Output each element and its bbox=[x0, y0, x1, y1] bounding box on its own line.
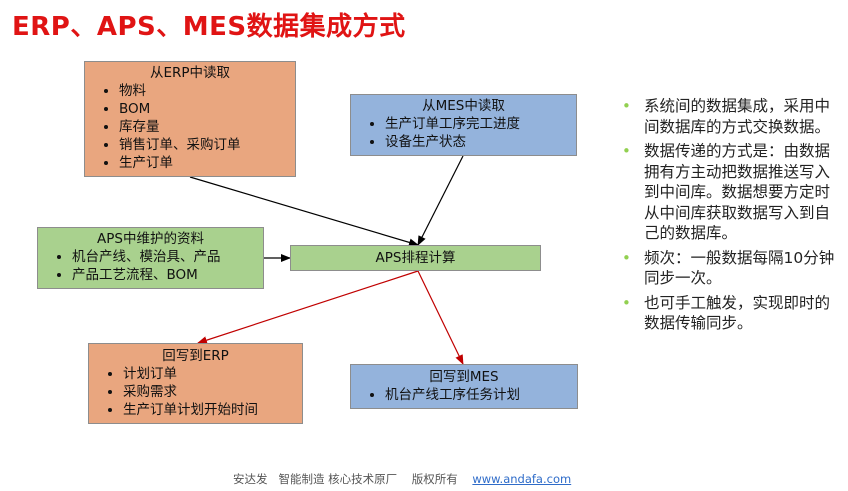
aps-maintained-list: 机台产线、模治具、产品 产品工艺流程、BOM bbox=[38, 248, 263, 284]
writeback-mes-list: 机台产线工序任务计划 bbox=[351, 386, 577, 404]
mes-read-list: 生产订单工序完工进度 设备生产状态 bbox=[351, 115, 576, 151]
side-notes: •系统间的数据集成，采用中间数据库的方式交换数据。 •数据传递的方式是：由数据拥… bbox=[622, 96, 836, 338]
list-item: 生产订单 bbox=[119, 154, 295, 172]
list-item: 生产订单计划开始时间 bbox=[123, 401, 302, 419]
list-item: 销售订单、采购订单 bbox=[119, 136, 295, 154]
arrow-aps-to-erp bbox=[197, 270, 419, 345]
list-item: 机台产线工序任务计划 bbox=[385, 386, 577, 404]
aps-scheduling-box: APS排程计算 bbox=[290, 245, 541, 271]
aps-maintained-heading: APS中维护的资料 bbox=[97, 231, 204, 247]
arrow-mes-to-aps bbox=[417, 155, 464, 246]
aps-scheduling-label: APS排程计算 bbox=[375, 250, 456, 266]
list-item: BOM bbox=[119, 100, 295, 118]
list-item: 库存量 bbox=[119, 118, 295, 136]
side-note: •频次：一般数据每隔10分钟同步一次。 bbox=[622, 248, 835, 288]
writeback-mes-box: 回写到MES 机台产线工序任务计划 bbox=[350, 364, 578, 409]
page-title: ERP、APS、MES数据集成方式 bbox=[12, 12, 406, 42]
side-note: •系统间的数据集成，采用中间数据库的方式交换数据。 bbox=[622, 97, 831, 136]
bullet-icon: • bbox=[622, 142, 631, 160]
erp-read-box: 从ERP中读取 物料 BOM 库存量 销售订单、采购订单 生产订单 bbox=[84, 61, 296, 177]
list-item: 机台产线、模治具、产品 bbox=[72, 248, 263, 266]
side-note: •也可手工触发，实现即时的数据传输同步。 bbox=[622, 293, 831, 333]
list-item: 生产订单工序完工进度 bbox=[385, 115, 576, 133]
erp-read-list: 物料 BOM 库存量 销售订单、采购订单 生产订单 bbox=[85, 82, 295, 172]
footer-link[interactable]: www.andafa.com bbox=[472, 472, 572, 486]
list-item: 计划订单 bbox=[123, 365, 302, 383]
arrow-aps-to-mes bbox=[417, 270, 464, 365]
arrow-erp-to-aps bbox=[189, 176, 419, 247]
writeback-erp-box: 回写到ERP 计划订单 采购需求 生产订单计划开始时间 bbox=[88, 343, 303, 424]
bullet-icon: • bbox=[622, 293, 631, 312]
list-item: 采购需求 bbox=[123, 383, 302, 401]
side-note: •数据传递的方式是：由数据拥有方主动把数据推送写入到中间库。数据想要方定时从中间… bbox=[622, 142, 831, 242]
mes-read-box: 从MES中读取 生产订单工序完工进度 设备生产状态 bbox=[350, 94, 577, 156]
footer: 安达发 智能制造 核心技术原厂 版权所有 www.andafa.com bbox=[233, 471, 571, 487]
bullet-icon: • bbox=[622, 97, 631, 115]
list-item: 设备生产状态 bbox=[385, 133, 576, 151]
list-item: 物料 bbox=[119, 82, 295, 100]
writeback-erp-heading: 回写到ERP bbox=[162, 348, 229, 364]
writeback-erp-list: 计划订单 采购需求 生产订单计划开始时间 bbox=[89, 365, 302, 419]
footer-text: 安达发 智能制造 核心技术原厂 版权所有 bbox=[233, 472, 473, 486]
list-item: 产品工艺流程、BOM bbox=[72, 266, 263, 284]
erp-read-heading: 从ERP中读取 bbox=[149, 65, 231, 81]
mes-read-heading: 从MES中读取 bbox=[422, 98, 505, 114]
aps-maintained-data-box: APS中维护的资料 机台产线、模治具、产品 产品工艺流程、BOM bbox=[37, 227, 264, 289]
bullet-icon: • bbox=[622, 248, 631, 267]
writeback-mes-heading: 回写到MES bbox=[429, 369, 499, 385]
